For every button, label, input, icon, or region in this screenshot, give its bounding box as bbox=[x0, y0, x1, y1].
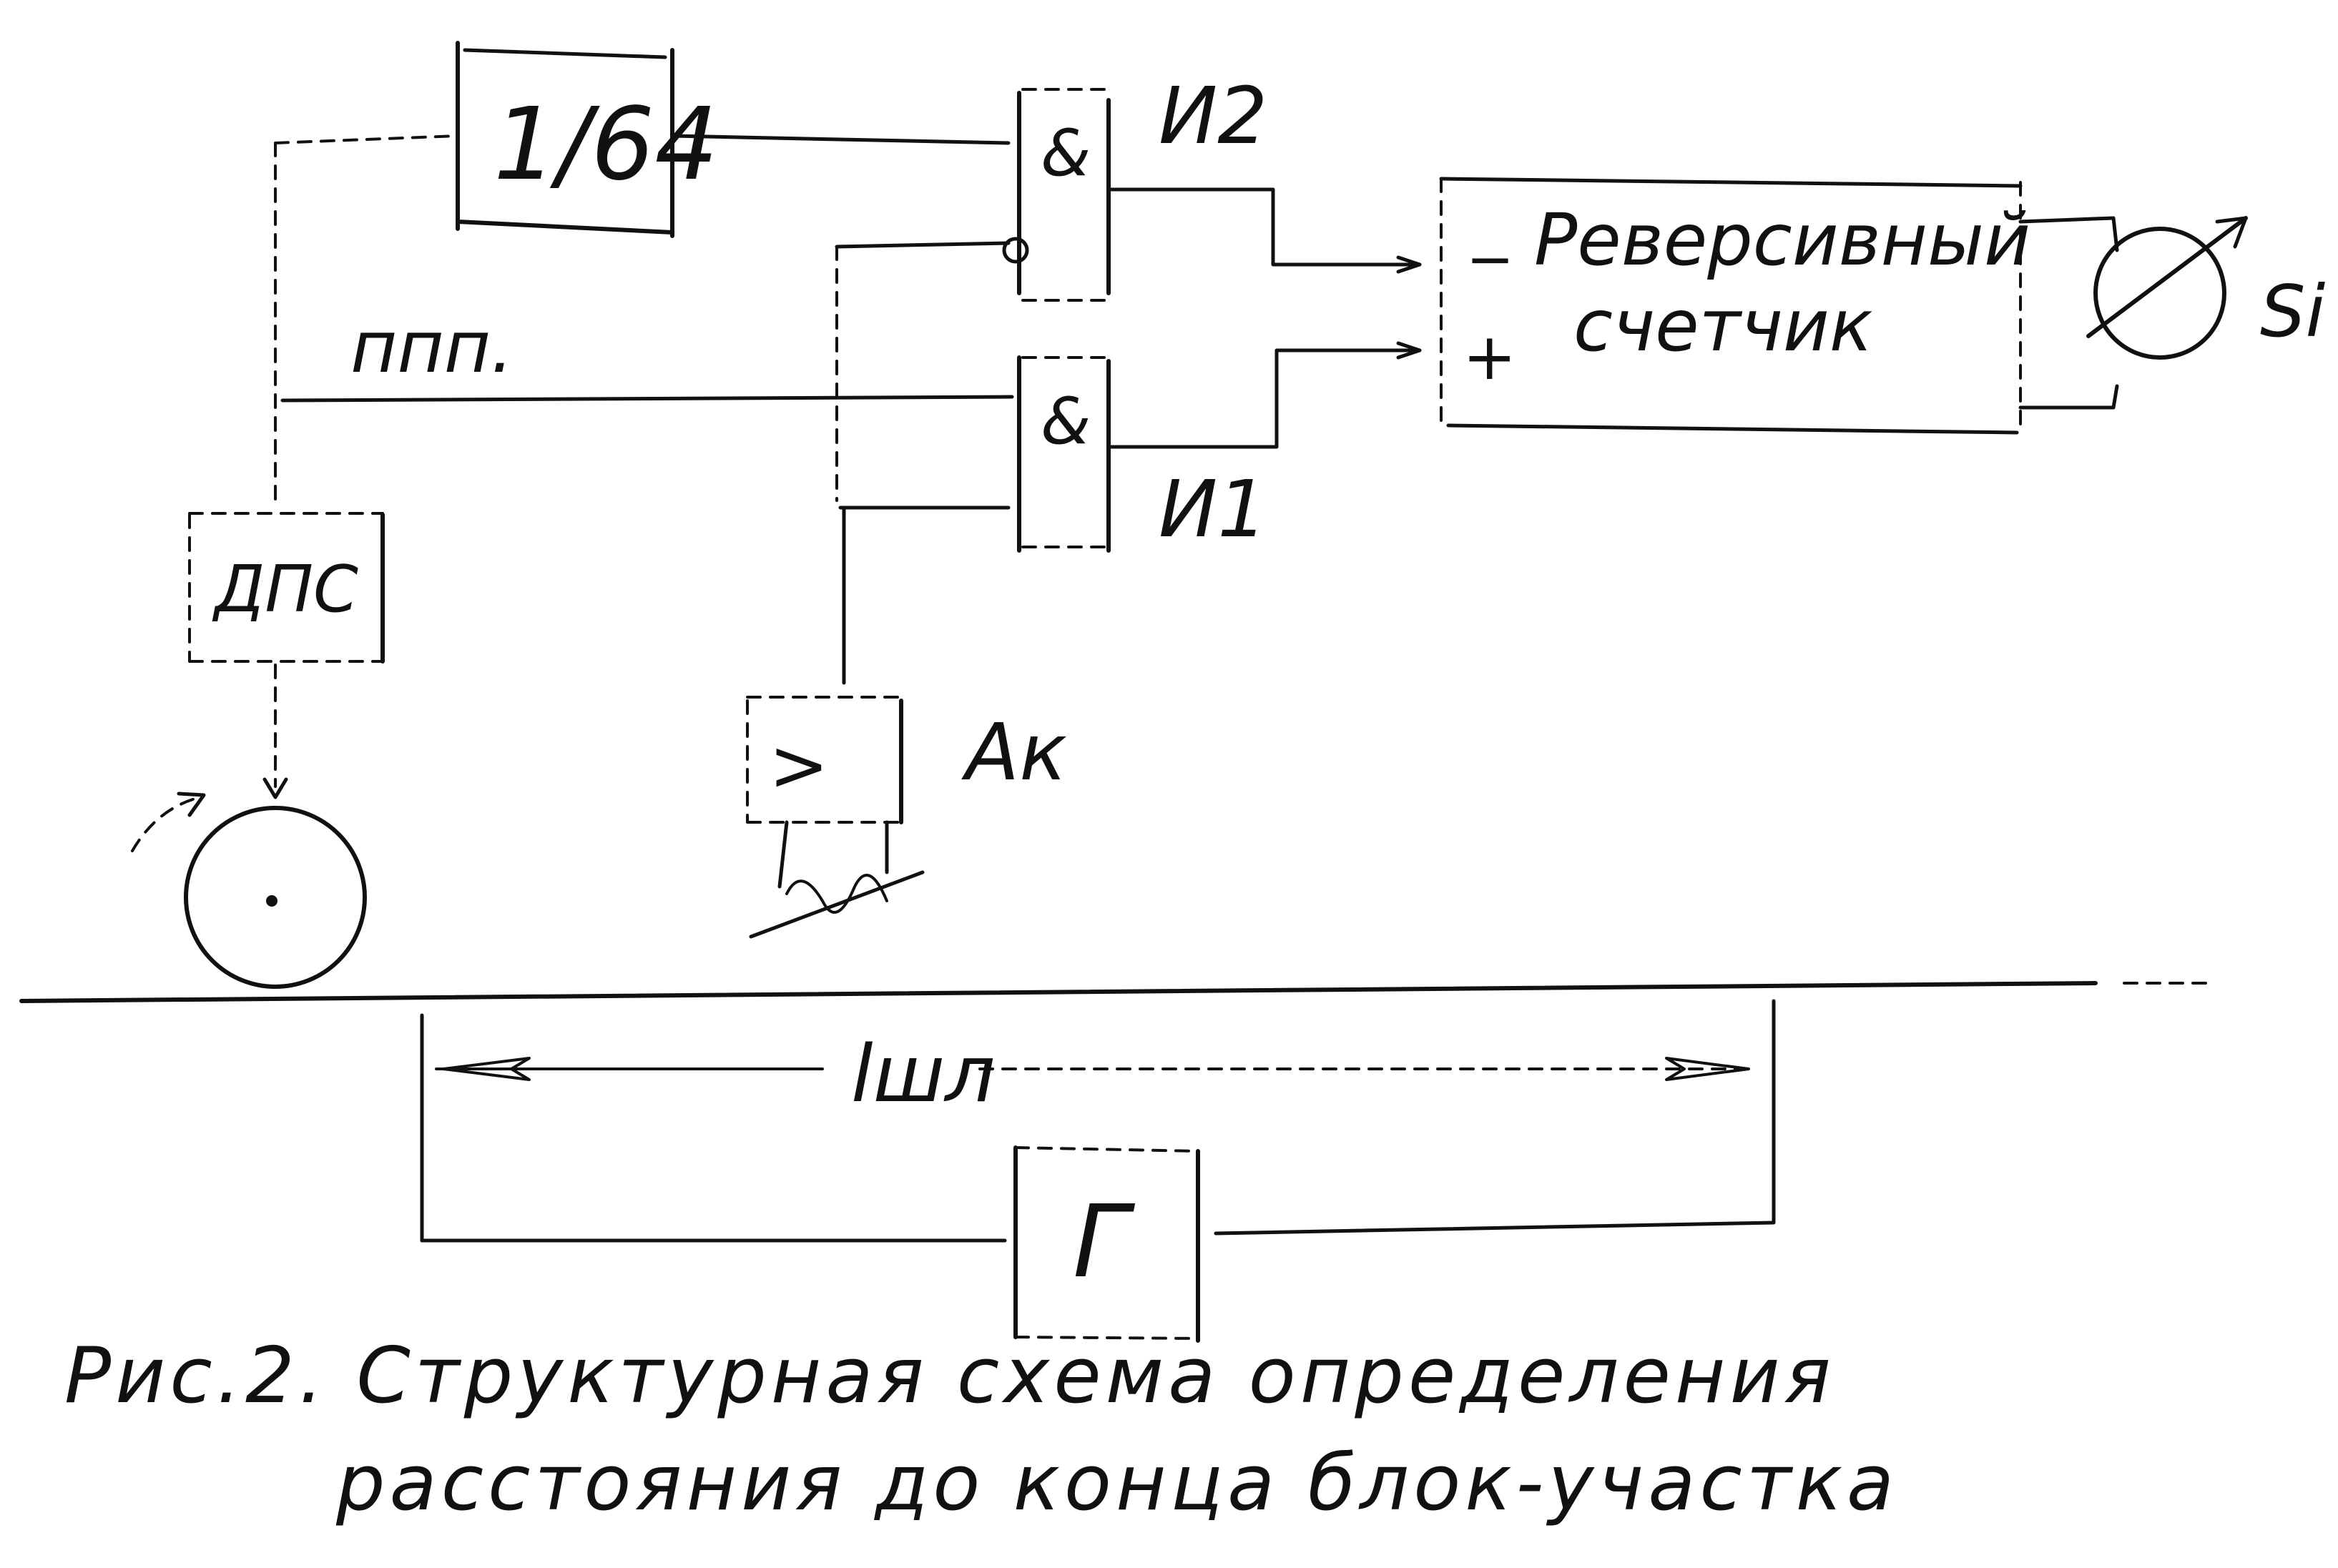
caption-line1: Рис.2. Структурная схема определения bbox=[64, 1331, 1835, 1421]
inhibit-line bbox=[835, 241, 1011, 249]
gate1-label: И1 bbox=[1159, 463, 1267, 555]
counter-label-line2: счетчик bbox=[1573, 284, 1872, 368]
caption-line2: расстояния до конца блок-участка bbox=[336, 1439, 1899, 1528]
meter-needle-icon bbox=[2086, 216, 2248, 338]
wheel-icon bbox=[184, 806, 367, 989]
indicator-label: Si bbox=[2260, 270, 2325, 353]
arrow-plus bbox=[1396, 341, 1422, 360]
divider-to-gate2 bbox=[670, 134, 1011, 145]
sensor-label: ДПС bbox=[212, 552, 358, 627]
inverted-input-bubble bbox=[1002, 237, 1029, 264]
comparator-symbol: > bbox=[769, 724, 829, 807]
sensor-dps: ДПС bbox=[188, 512, 385, 664]
divider-label: 1/64 bbox=[493, 87, 718, 203]
wheel-axle-icon bbox=[266, 895, 277, 907]
figure-caption: Рис.2. Структурная схема определения рас… bbox=[64, 1323, 2281, 1537]
pulse-label: ппп. bbox=[350, 305, 514, 389]
divider-block: 1/64 bbox=[456, 41, 718, 238]
counter-label-line1: Реверсивный bbox=[1534, 198, 2030, 282]
coil-icon bbox=[785, 874, 888, 914]
meter-arrow-icon bbox=[2215, 216, 2248, 249]
generator: Г bbox=[1013, 1145, 1200, 1343]
distance-label: lшл bbox=[851, 1028, 996, 1120]
generator-leads bbox=[420, 1181, 1776, 1243]
feed-line-left bbox=[274, 134, 459, 502]
indicator-meter: Si bbox=[2018, 216, 2325, 410]
dimension-arrow-left-icon bbox=[442, 1057, 531, 1081]
rotation-arrowhead-icon bbox=[177, 792, 206, 817]
dimension-extension-lines bbox=[420, 999, 1776, 1243]
meter-dial-icon bbox=[2093, 227, 2226, 360]
sensor-arrow-icon bbox=[262, 777, 288, 799]
rotation-arrow-icon bbox=[131, 796, 202, 852]
gate-and1: & И1 bbox=[1017, 355, 1267, 555]
gate2-output bbox=[1106, 187, 1422, 267]
rail-line bbox=[19, 981, 2098, 1003]
gate1-output bbox=[1106, 348, 1422, 449]
arrow-minus bbox=[1396, 255, 1422, 274]
gate2-label: И2 bbox=[1159, 70, 1267, 162]
plus-sign: + bbox=[1463, 320, 1516, 395]
pulse-line bbox=[280, 395, 1014, 403]
comparator-to-gate1 bbox=[838, 506, 1011, 685]
gate2-symbol: & bbox=[1041, 116, 1091, 191]
comparator: > Ак bbox=[746, 696, 1067, 824]
gate1-symbol: & bbox=[1041, 384, 1091, 459]
gate-and2: & И2 bbox=[1002, 70, 1267, 302]
reversible-counter: Реверсивный счетчик − + bbox=[1439, 177, 2030, 435]
comparator-label: Ак bbox=[961, 706, 1067, 798]
comparator-input-coil bbox=[749, 820, 925, 939]
generator-label: Г bbox=[1073, 1184, 1136, 1301]
minus-sign: − bbox=[1466, 226, 1514, 292]
dimension-arrow-right-icon bbox=[1665, 1057, 1750, 1081]
